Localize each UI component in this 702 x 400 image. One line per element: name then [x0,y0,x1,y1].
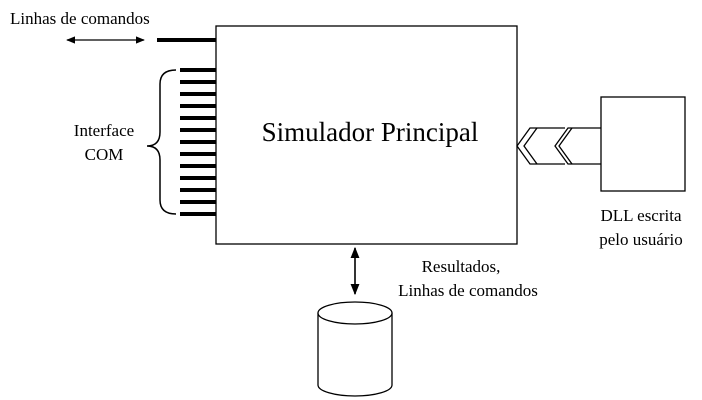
results-label-line2: Linhas de comandos [398,281,538,300]
dll-label-line1: DLL escrita [600,206,681,225]
database-cylinder [317,301,393,397]
interface-label-line2: COM [85,145,124,164]
com-interface-pins [180,68,216,216]
interface-label-line1: Interface [74,121,134,140]
interface-brace [146,69,177,215]
main-simulator-label: Simulador Principal [262,117,479,147]
main-simulator-box [215,25,518,245]
dll-plug-connector [516,127,601,165]
results-label-line1: Resultados, [422,257,501,276]
command-lines-top-label: Linhas de comandos [10,9,150,28]
dll-box [600,96,686,192]
dll-label-line2: pelo usuário [599,230,683,249]
